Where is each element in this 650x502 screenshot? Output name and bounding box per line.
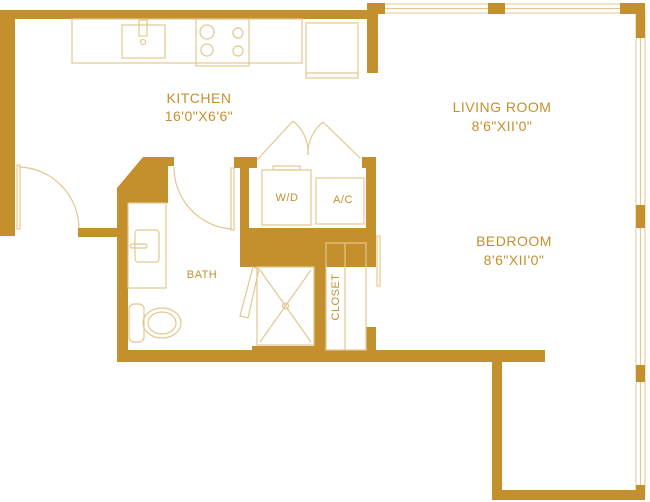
shower [256, 266, 315, 346]
toilet-icon [128, 303, 145, 343]
bath-label: BATH [187, 269, 218, 281]
utility [261, 165, 367, 351]
bedroom-left-wall [492, 350, 502, 500]
bath-sink-icon [134, 229, 160, 263]
kitchen-right-stub [367, 3, 378, 73]
refrigerator-icon [305, 22, 359, 79]
wall-block [488, 3, 505, 14]
core-left-wall [240, 157, 249, 267]
kitchen-counter [71, 18, 359, 79]
closet-door [376, 235, 381, 287]
wall-block [620, 3, 645, 14]
wall-block [252, 346, 322, 355]
wall-block [367, 3, 385, 14]
kitchen-dims: 16'0"X6'6" [165, 108, 234, 124]
closet-right-wall [366, 157, 376, 267]
doors [16, 120, 381, 319]
windows [377, 3, 646, 496]
ac-label: A/C [333, 194, 353, 206]
wd-label: W/D [276, 192, 299, 204]
bottom-wall [117, 350, 545, 362]
stove-icon [195, 18, 250, 67]
vanity [127, 202, 167, 289]
shower-right-wall [314, 260, 326, 355]
wall-block [366, 327, 376, 357]
wd-door-right [322, 121, 361, 159]
entry-wall-stub [78, 228, 123, 237]
sink-icon [121, 24, 166, 59]
kitchen-top-wall [0, 10, 372, 19]
walls [0, 3, 645, 500]
shower-door [239, 266, 260, 319]
wall-block [636, 365, 645, 382]
entry-door-swing [19, 166, 80, 229]
closet-shelf [325, 242, 367, 351]
entry-door [16, 164, 21, 230]
living-room-label: LIVING ROOM [453, 99, 552, 115]
kitchen-left-wall [0, 10, 15, 236]
kitchen-label: KITCHEN [167, 90, 232, 106]
living-room-dims: 8'6"XII'0" [472, 118, 533, 134]
ac-unit [315, 177, 365, 225]
bath-left-wall [117, 157, 174, 355]
bedroom-bottom-wall [492, 490, 645, 500]
bedroom-dims: 8'6"XII'0" [484, 252, 545, 268]
closet-label: CLOSET [330, 273, 342, 320]
bath-door [230, 167, 235, 231]
shower-drain-icon [281, 302, 290, 310]
bedroom-label: BEDROOM [476, 233, 552, 249]
bath-fixtures [127, 202, 315, 346]
wall-block [636, 3, 645, 38]
core-block [240, 228, 376, 267]
wall-block [636, 205, 645, 228]
wd-door-left [256, 120, 294, 161]
bath-door-swing [173, 166, 232, 230]
